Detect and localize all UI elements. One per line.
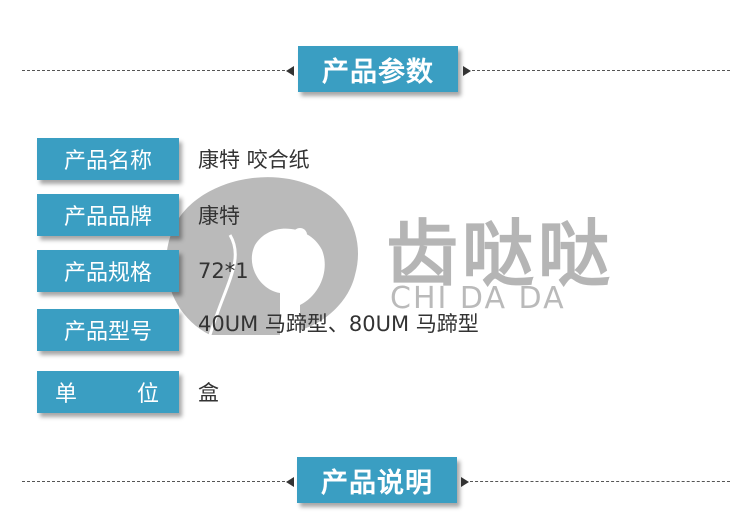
params-section-header: 产品参数 — [0, 46, 750, 96]
divider-line — [472, 70, 730, 71]
param-label: 产品型号 — [37, 309, 179, 351]
divider-line — [22, 481, 285, 482]
param-row-spec: 产品规格 72*1 — [0, 250, 750, 294]
param-label: 产品规格 — [37, 250, 179, 292]
arrow-right-icon — [463, 66, 471, 76]
arrow-left-icon — [286, 66, 294, 76]
param-value: 盒 — [198, 381, 219, 405]
arrow-right-icon — [461, 477, 469, 487]
param-value: 40UM 马蹄型、80UM 马蹄型 — [198, 312, 479, 336]
param-value: 康特 咬合纸 — [198, 148, 310, 172]
description-section-title: 产品说明 — [297, 457, 457, 503]
param-row-model: 产品型号 40UM 马蹄型、80UM 马蹄型 — [0, 307, 750, 351]
param-row-unit: 单 位 盒 — [0, 371, 750, 415]
param-row-brand: 产品品牌 康特 — [0, 194, 750, 238]
param-label-char: 单 — [55, 382, 78, 407]
params-section-title: 产品参数 — [298, 46, 458, 92]
arrow-left-icon — [286, 477, 294, 487]
divider-line — [470, 481, 730, 482]
param-label-char: 位 — [136, 382, 159, 407]
description-section-header: 产品说明 — [0, 457, 750, 507]
divider-line — [22, 70, 285, 71]
param-label: 单 位 — [37, 371, 179, 413]
param-row-name: 产品名称 康特 咬合纸 — [0, 138, 750, 182]
param-value: 72*1 — [198, 259, 249, 283]
param-label: 产品品牌 — [37, 194, 179, 236]
param-label: 产品名称 — [37, 138, 179, 180]
param-value: 康特 — [198, 204, 240, 228]
